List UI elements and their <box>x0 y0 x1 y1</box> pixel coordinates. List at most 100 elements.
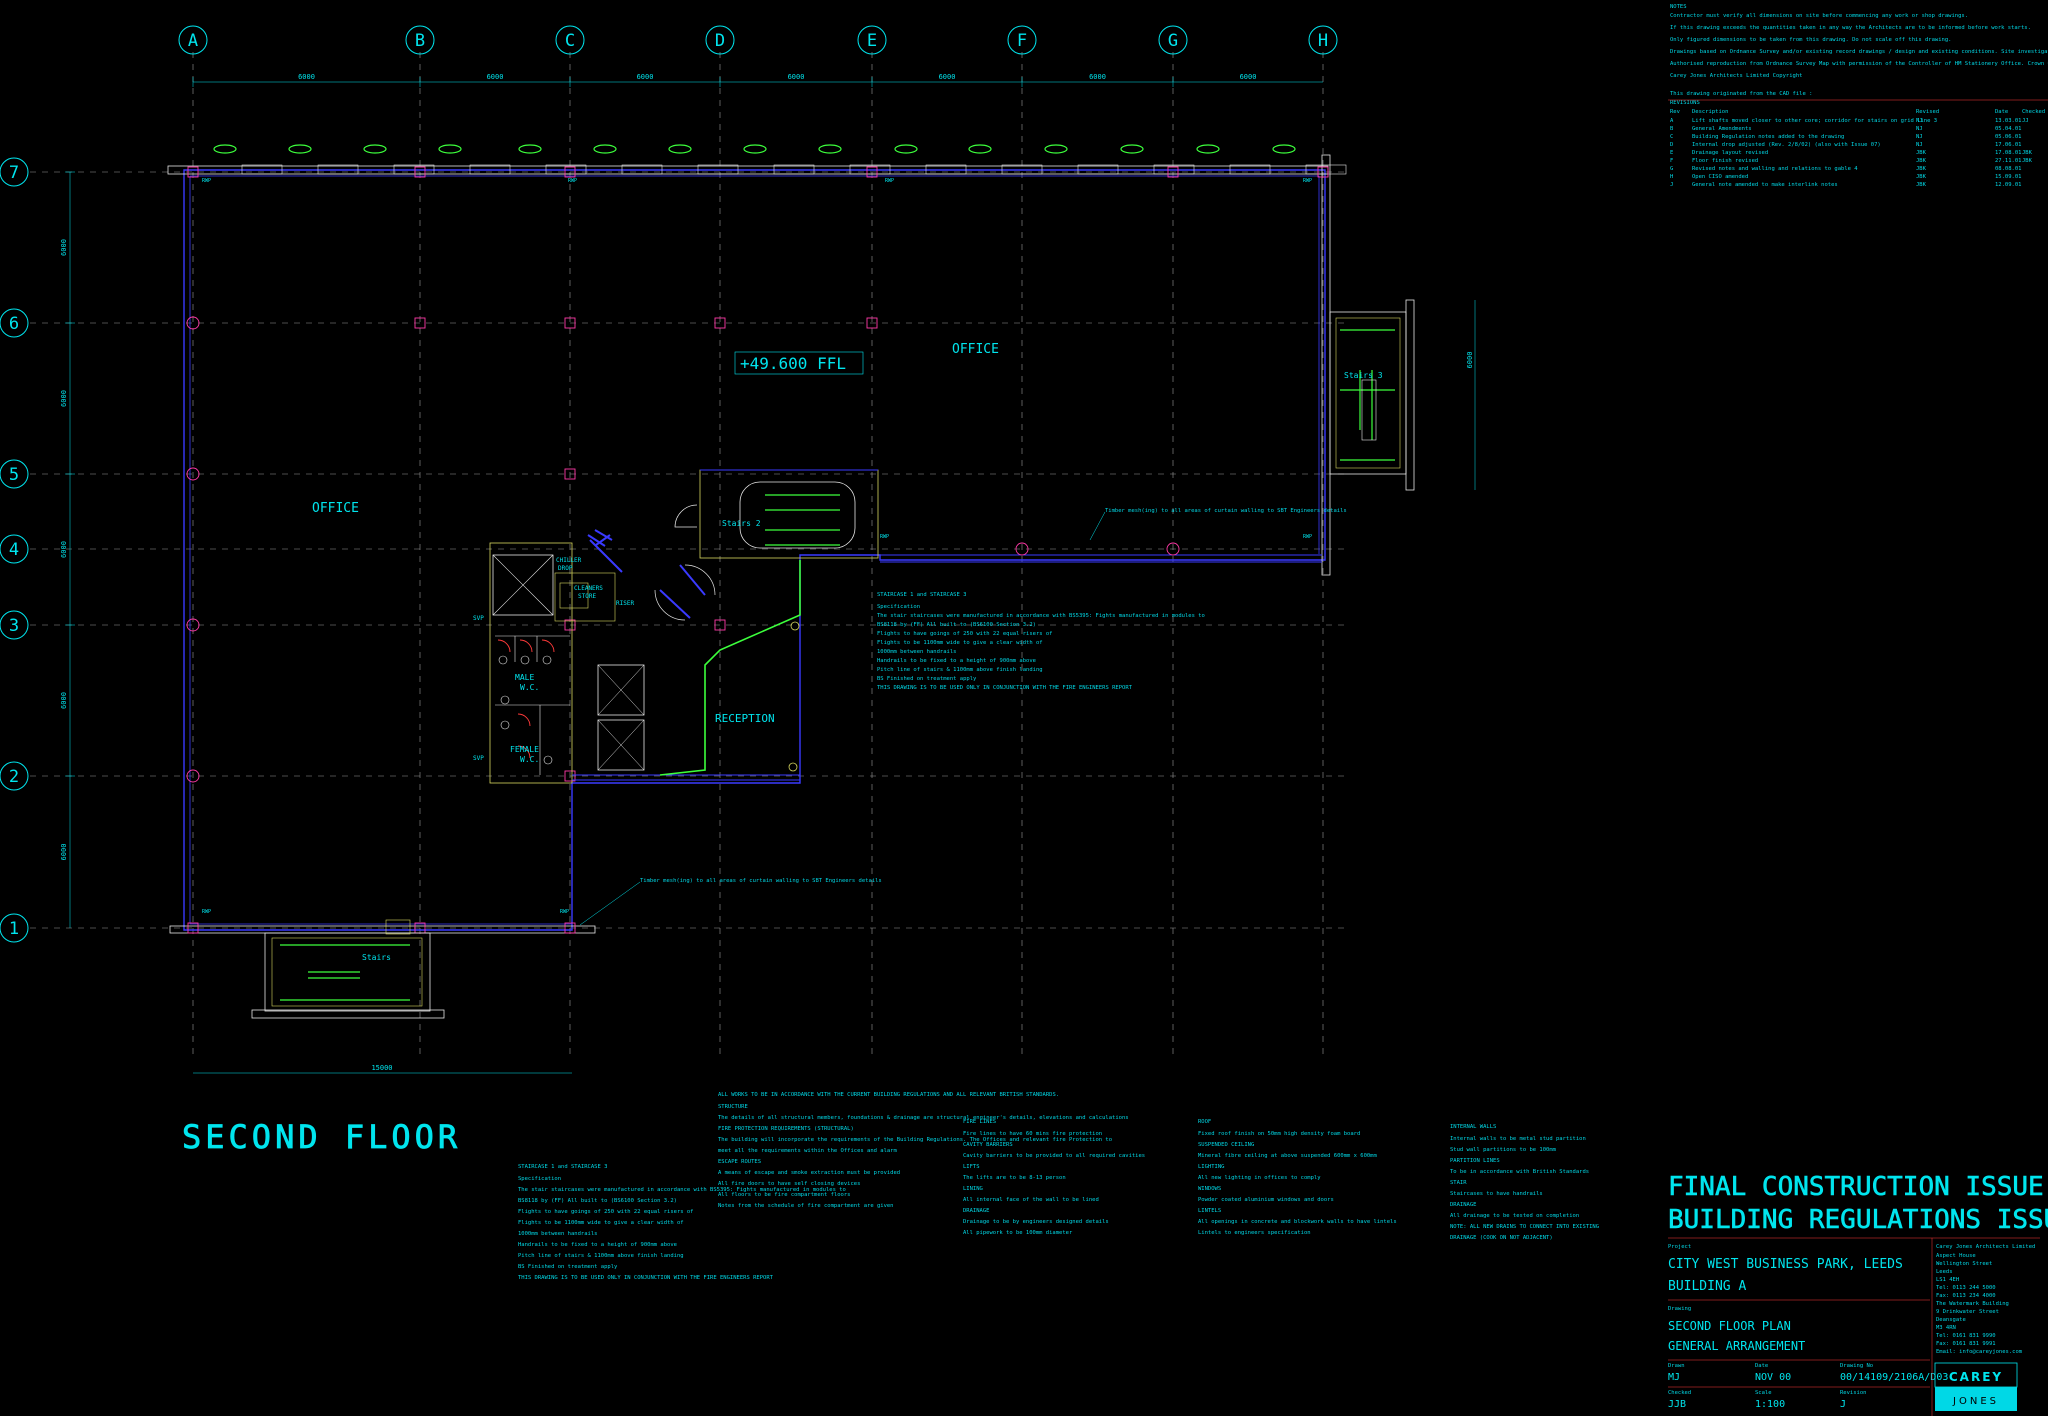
revision-cell: Lift shafts moved closer to other core; … <box>1692 118 1937 124</box>
row-dimension: 6000 <box>60 390 68 407</box>
room-labels: OFFICE OFFICE +49.600 FFL RECEPTION Stai… <box>312 342 1383 962</box>
firm-address-line: 9 Drinkwater Street <box>1936 1309 1999 1315</box>
spec-line: DRAINAGE <box>963 1208 990 1214</box>
rwp-marker <box>363 144 387 154</box>
row-dimension: 6000 <box>60 692 68 709</box>
curtain-wall-panel <box>1077 164 1119 175</box>
office-left-label: OFFICE <box>312 501 359 516</box>
spec-heading: ALL WORKS TO BE IN ACCORDANCE WITH THE C… <box>718 1092 1059 1098</box>
spec-line: PARTITION LINES <box>1450 1158 1500 1164</box>
spec-line: All fire doors to have self closing devi… <box>718 1181 860 1187</box>
rwp-marker <box>1120 144 1144 154</box>
rwp-marker <box>894 144 918 154</box>
spec-mid-line: Pitch line of stairs & 1100mm above fini… <box>877 667 1043 673</box>
grid-bubble-label: C <box>565 31 575 51</box>
structural-gridlines <box>30 52 1345 1060</box>
spec-line: Staircases to have handrails <box>1450 1191 1543 1197</box>
rev-col-header: Rev <box>1670 109 1681 115</box>
grid-bubble-label: 7 <box>9 163 19 183</box>
rev-col-header: Description <box>1692 109 1728 115</box>
revision-cell: Building Regulation notes added to the d… <box>1692 134 1844 140</box>
grid-bubble-4 <box>0 534 29 564</box>
cleaners-label: CLEANERS <box>574 585 603 592</box>
curtain-wall-panel <box>469 164 511 175</box>
rwp-label: RWP <box>880 534 889 540</box>
bottom-dimension: 15000 <box>371 1064 392 1072</box>
spec-line: NOTE: ALL NEW DRAINS TO CONNECT INTO EXI… <box>1450 1224 1599 1230</box>
steel-column <box>564 468 576 480</box>
curtain-wall-panel <box>1229 164 1271 175</box>
curtain-wall-panel <box>773 164 815 175</box>
rwp-label: RWP <box>568 178 577 184</box>
notes-line: Authorised reproduction from Ordnance Su… <box>1670 61 2048 67</box>
firm-address-line: Fax: 0113 234 4000 <box>1936 1293 1996 1299</box>
grid-bubble-B <box>405 25 435 55</box>
drawing-line-2: GENERAL ARRANGEMENT <box>1668 1339 1805 1353</box>
grid-bubble-E <box>857 25 887 55</box>
revision-label: Revision <box>1840 1390 1867 1396</box>
revision-cell: NJ <box>1916 126 1923 132</box>
revision-cell: 13.03.01 <box>1995 118 2022 124</box>
rwp-marker <box>968 144 992 154</box>
curtain-wall-panel <box>1305 164 1347 175</box>
col-dimension: 6000 <box>637 73 654 81</box>
revision-cell: JBK <box>2022 150 2033 156</box>
project-label: Project <box>1668 1244 1691 1250</box>
steel-column <box>564 317 576 329</box>
curtain-wall-panel <box>545 164 587 175</box>
rwp-marker <box>818 144 842 154</box>
revision-cell: General Amendments <box>1692 126 1752 132</box>
notes-line: Carey Jones Architects Limited Copyright <box>1670 73 1802 79</box>
floor-title: SECOND FLOOR <box>182 1118 461 1156</box>
steel-column <box>187 922 199 934</box>
spec-line: ESCAPE ROUTES <box>718 1159 761 1165</box>
spec-line: All pipework to be 100mm diameter <box>963 1230 1073 1236</box>
spec-line: A means of escape and smoke extraction m… <box>718 1170 900 1176</box>
revision-cell: JBK <box>2022 158 2033 164</box>
date-label: Date <box>1755 1363 1768 1369</box>
stair-3 <box>1329 299 1415 491</box>
stairs-3-label: Stairs 3 <box>1344 371 1383 380</box>
stair-2 <box>699 469 879 559</box>
round-column <box>1015 542 1029 556</box>
spec-line: Fire lines to have 60 mins fire protecti… <box>963 1131 1102 1137</box>
curtain-wall-note: Timber mesh(ing) to all areas of curtain… <box>1105 508 1347 514</box>
grid-bubble-label: 5 <box>9 465 19 485</box>
rwp-marker <box>1044 144 1068 154</box>
steel-column <box>1317 166 1329 178</box>
round-column <box>186 618 200 632</box>
round-column <box>186 467 200 481</box>
date-value: NOV 00 <box>1755 1372 1791 1383</box>
spec-line: Cavity barriers to be provided to all re… <box>963 1153 1145 1159</box>
firm-address-line: LS1 4EH <box>1936 1277 1959 1283</box>
spec-line: STRUCTURE <box>718 1104 748 1110</box>
curtain-wall-panel <box>393 164 435 175</box>
spec-line: Notes from the schedule of fire compartm… <box>718 1203 894 1209</box>
rwp-marker <box>1196 144 1220 154</box>
revision-cell: 05.04.01 <box>1995 126 2022 132</box>
spec-line: LIGHTING <box>1198 1164 1225 1170</box>
spec-line: STAIR <box>1450 1180 1467 1186</box>
firm-address-line: Aspect House <box>1936 1253 1976 1259</box>
spec-line: Powder coated aluminium windows and door… <box>1198 1197 1334 1203</box>
reception-balustrade <box>659 560 801 776</box>
revision-cell: Revised notes and walling and relations … <box>1692 166 1858 172</box>
revision-cell: 05.06.01 <box>1995 134 2022 140</box>
stair-1 <box>251 919 445 1019</box>
spec-line: All internal face of the wall to be line… <box>963 1197 1099 1203</box>
revision-cell: Internal drop adjusted (Rev. 2/8/02) (al… <box>1692 142 1881 148</box>
drawn-value: MJ <box>1668 1372 1680 1383</box>
curtain-wall-panel <box>1001 164 1043 175</box>
reception-spec-notes: STAIRCASE 1 and STAIRCASE 3Specification… <box>877 592 1205 691</box>
revision-cell: General note amended to make interlink n… <box>1692 182 1838 188</box>
spec-line: Pitch line of stairs & 1100mm above fini… <box>518 1253 684 1259</box>
col-dimension: 6000 <box>298 73 315 81</box>
revision-cell: B <box>1670 126 1674 132</box>
rwp-marker <box>288 144 312 154</box>
spec-mid-line: THIS DRAWING IS TO BE USED ONLY IN CONJU… <box>877 685 1133 691</box>
spec-line: DRAINAGE (COOK ON NOT ADJACENT) <box>1450 1235 1553 1241</box>
spec-line: THIS DRAWING IS TO BE USED ONLY IN CONJU… <box>518 1275 774 1281</box>
firm-address-line: M3 4RN <box>1936 1325 1956 1331</box>
spec-line: DRAINAGE <box>1450 1202 1477 1208</box>
